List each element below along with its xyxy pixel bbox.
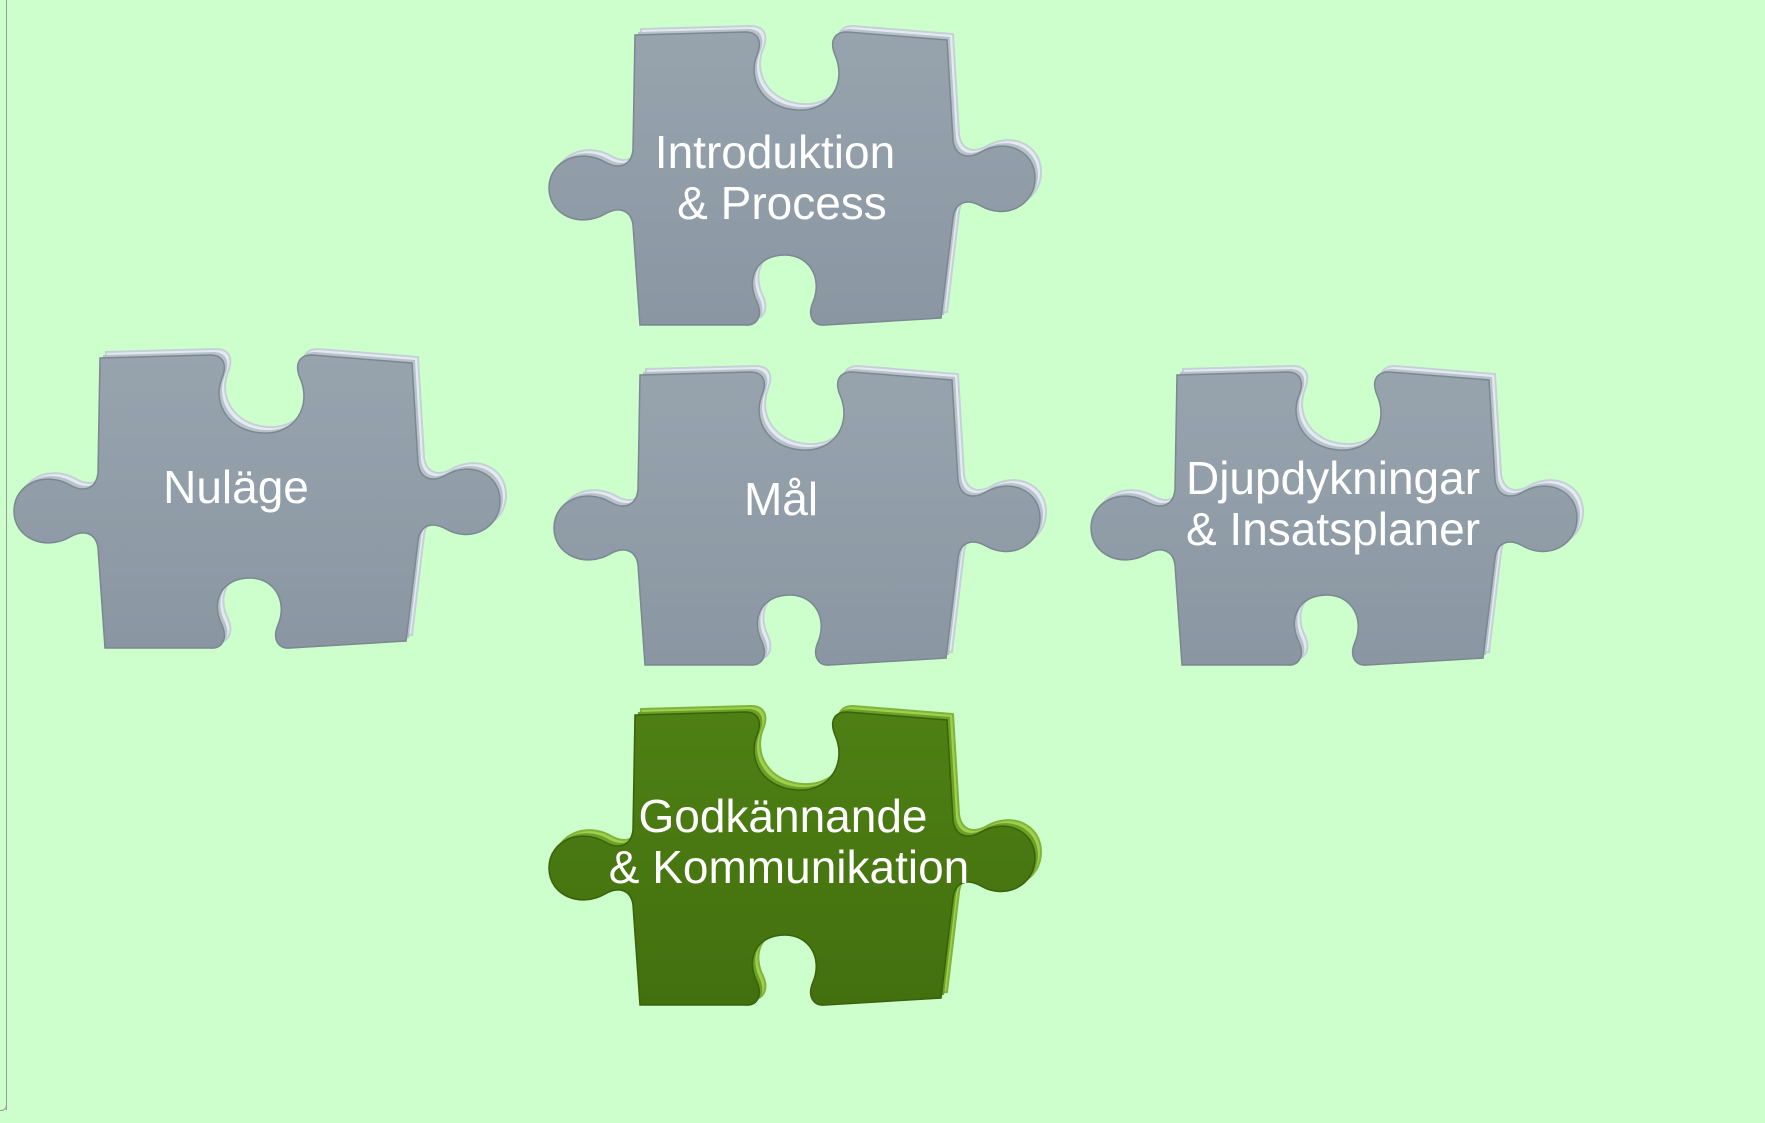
left-border-line (0, 0, 7, 1110)
label-djupdykningar-line2: & Insatsplaner (1186, 503, 1480, 555)
label-djupdykningar-line1: Djupdykningar (1186, 452, 1480, 504)
label-godkannande-line1: Godkännande (638, 790, 927, 842)
label-introduktion-line1: Introduktion (655, 126, 895, 178)
label-nulage: Nuläge (163, 461, 309, 513)
label-introduktion-line2: & Process (677, 177, 887, 229)
label-godkannande-line2: & Kommunikation (609, 841, 970, 893)
label-mal: Mål (744, 473, 818, 525)
